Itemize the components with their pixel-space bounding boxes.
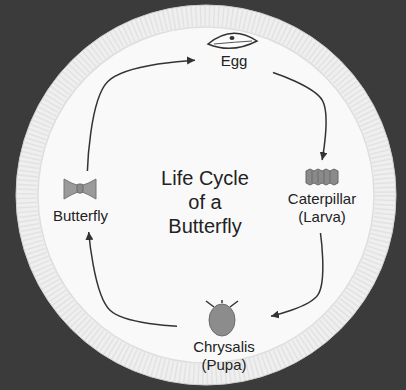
bowtie-knot [77,184,83,193]
stage-node: Egg [199,28,269,73]
stage-label: Egg [204,52,264,70]
stage-node: Butterfly [47,175,113,228]
cycle-arrow [271,233,323,316]
stage-label: Chrysalis (Pupa) [186,338,262,374]
cycle-arrow [273,72,326,160]
chrysalis-bean [209,304,235,336]
caterpillar-pasta [306,169,338,185]
egg-dot [230,36,235,40]
stage-label: Butterfly [52,207,108,225]
leaf-vein [214,41,252,44]
plate-fluting [27,16,385,374]
stage-node: Chrysalis (Pupa) [181,298,267,377]
plate-center [38,27,374,363]
diagram-title: Life Cycle of a Butterfly [151,166,259,238]
stage-label: Caterpillar (Larva) [280,190,364,226]
stage-node: Caterpillar (Larva) [275,164,369,229]
butterfly-bowtie-pasta [64,179,96,199]
cycle-arrow [87,60,195,171]
cycle-arrow [89,232,177,326]
pasta-ridges [312,171,330,183]
plate-rim [16,5,396,385]
leaf-drawing [208,33,257,48]
